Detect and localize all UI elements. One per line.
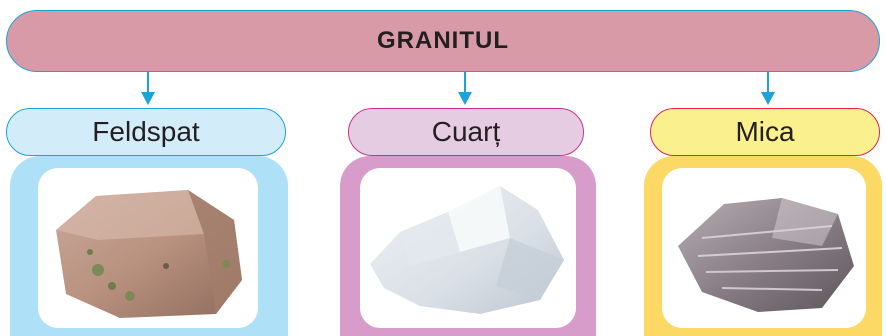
cuart-label: Cuarț [431, 116, 501, 147]
quartz-rock-image [360, 168, 576, 328]
arrow-down-icon [458, 72, 472, 105]
granite-root-box: GRANITUL [6, 10, 880, 72]
feldspat-label: Feldspat [92, 116, 200, 147]
feldspat-label-box: Feldspat [6, 108, 286, 156]
arrow-down-icon [761, 72, 775, 105]
mica-rock-image [662, 168, 866, 328]
cuart-label-box: Cuarț [348, 108, 584, 156]
mica-label: Mica [735, 116, 795, 147]
feldspar-rock-image [38, 168, 258, 328]
arrow-down-icon [141, 72, 155, 105]
mica-label-box: Mica [650, 108, 880, 156]
diagram-title: GRANITUL [377, 27, 509, 54]
